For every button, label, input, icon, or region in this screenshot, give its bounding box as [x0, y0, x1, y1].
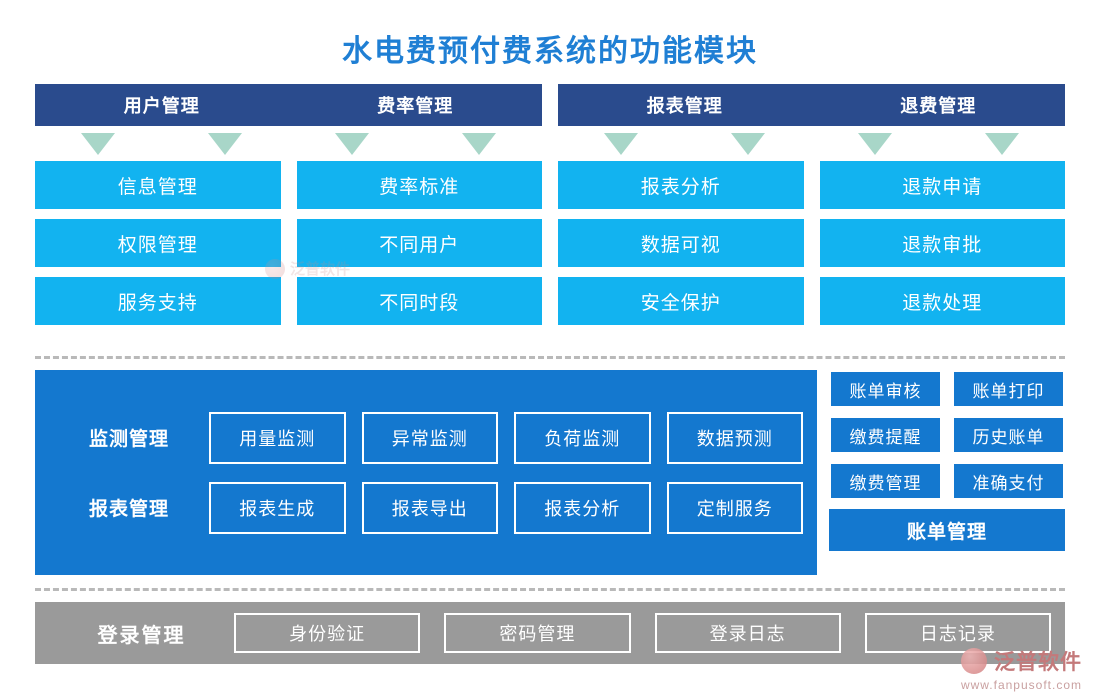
- group-report-refund: 报表管理 退费管理 报表分析 退款申请 数据可视 退款审批 安全保护 退款处理: [558, 84, 1065, 335]
- arrow-cell: [289, 133, 416, 155]
- row-1: 信息管理 费率标准: [35, 161, 542, 209]
- login-box-record[interactable]: 日志记录: [864, 613, 1051, 653]
- cell-user-1[interactable]: 信息管理: [35, 161, 281, 209]
- bill-box-payment-mgmt[interactable]: 缴费管理: [829, 462, 942, 500]
- arrow-down-icon: [731, 133, 766, 155]
- arrow-down-icon: [81, 133, 116, 155]
- bill-panel: 账单审核 账单打印 缴费提醒 历史账单 缴费管理 准确支付 账单管理: [829, 370, 1065, 575]
- cell-user-3[interactable]: 服务支持: [35, 277, 281, 325]
- cell-rate-2[interactable]: 不同用户: [296, 219, 542, 267]
- group-user-rate: 用户管理 费率管理 信息管理 费率标准 权限管理 不同用户 服务支持 不同时段: [35, 84, 542, 335]
- monitor-row: 监测管理 用量监测 异常监测 负荷监测 数据预测: [49, 411, 803, 464]
- arrow-cell: [162, 133, 289, 155]
- monitor-box-1[interactable]: 用量监测: [209, 411, 346, 464]
- arrow-cell: [35, 133, 162, 155]
- bill-box-history[interactable]: 历史账单: [952, 416, 1065, 454]
- arrow-row-1: [35, 126, 542, 161]
- report-row: 报表管理 报表生成 报表导出 报表分析 定制服务: [49, 481, 803, 534]
- arrow-cell: [558, 133, 685, 155]
- divider-top: [35, 356, 1065, 359]
- login-box-auth[interactable]: 身份验证: [234, 613, 421, 653]
- bill-box-audit[interactable]: 账单审核: [829, 370, 942, 408]
- monitor-report-panel: 监测管理 用量监测 异常监测 负荷监测 数据预测 报表管理 报表生成 报表导出 …: [35, 370, 817, 575]
- cell-report-3[interactable]: 安全保护: [558, 277, 804, 325]
- bill-panel-footer: 账单管理: [829, 509, 1065, 551]
- bill-row-2: 缴费提醒 历史账单: [829, 416, 1065, 454]
- report-box-4[interactable]: 定制服务: [666, 481, 803, 534]
- brand-url: www.fanpusoft.com: [960, 678, 1082, 692]
- group-header-label-report: 报表管理: [646, 96, 723, 116]
- group-header-label-refund: 退费管理: [900, 96, 977, 116]
- login-label: 登录管理: [97, 624, 186, 647]
- arrow-cell: [685, 133, 812, 155]
- row-2: 权限管理 不同用户: [35, 219, 542, 267]
- arrow-down-icon: [334, 133, 369, 155]
- cell-rate-3[interactable]: 不同时段: [296, 277, 542, 325]
- group-header-2: 报表管理 退费管理: [558, 84, 1065, 126]
- report-boxes: 报表生成 报表导出 报表分析 定制服务: [209, 481, 803, 534]
- row-1: 报表分析 退款申请: [558, 161, 1065, 209]
- login-box-password[interactable]: 密码管理: [444, 613, 631, 653]
- cell-refund-2[interactable]: 退款审批: [819, 219, 1065, 267]
- bill-row-3: 缴费管理 准确支付: [829, 462, 1065, 500]
- cell-refund-3[interactable]: 退款处理: [819, 277, 1065, 325]
- bill-box-accurate-pay[interactable]: 准确支付: [952, 462, 1065, 500]
- monitor-box-4[interactable]: 数据预测: [666, 411, 803, 464]
- top-section: 用户管理 费率管理 信息管理 费率标准 权限管理 不同用户 服务支持 不同时段: [35, 84, 1065, 335]
- bill-box-reminder[interactable]: 缴费提醒: [829, 416, 942, 454]
- bill-row-1: 账单审核 账单打印: [829, 370, 1065, 408]
- login-box-log[interactable]: 登录日志: [654, 613, 841, 653]
- arrow-down-icon: [208, 133, 243, 155]
- arrow-down-icon: [984, 133, 1019, 155]
- bill-box-print[interactable]: 账单打印: [952, 370, 1065, 408]
- report-box-2[interactable]: 报表导出: [361, 481, 498, 534]
- login-boxes: 身份验证 密码管理 登录日志 日志记录: [234, 613, 1051, 653]
- row-3: 服务支持 不同时段: [35, 277, 542, 325]
- cell-report-1[interactable]: 报表分析: [558, 161, 804, 209]
- arrow-down-icon: [857, 133, 892, 155]
- cell-report-2[interactable]: 数据可视: [558, 219, 804, 267]
- arrow-down-icon: [604, 133, 639, 155]
- monitor-box-3[interactable]: 负荷监测: [514, 411, 651, 464]
- row-2: 数据可视 退款审批: [558, 219, 1065, 267]
- arrow-cell: [938, 133, 1065, 155]
- divider-bottom: [35, 588, 1065, 591]
- report-box-3[interactable]: 报表分析: [514, 481, 651, 534]
- login-section: 登录管理 身份验证 密码管理 登录日志 日志记录: [35, 602, 1065, 664]
- group-header-label-user: 用户管理: [123, 96, 200, 116]
- bill-grid: 账单审核 账单打印 缴费提醒 历史账单 缴费管理 准确支付: [829, 370, 1065, 500]
- monitor-boxes: 用量监测 异常监测 负荷监测 数据预测: [209, 411, 803, 464]
- group-header-1: 用户管理 费率管理: [35, 84, 542, 126]
- arrow-cell: [415, 133, 542, 155]
- monitor-label: 监测管理: [88, 429, 169, 450]
- cell-rate-1[interactable]: 费率标准: [296, 161, 542, 209]
- report-box-1[interactable]: 报表生成: [209, 481, 346, 534]
- cell-refund-1[interactable]: 退款申请: [819, 161, 1065, 209]
- cell-user-2[interactable]: 权限管理: [35, 219, 281, 267]
- arrow-down-icon: [461, 133, 496, 155]
- row-3: 安全保护 退款处理: [558, 277, 1065, 325]
- page-title: 水电费预付费系统的功能模块: [342, 35, 758, 68]
- arrow-row-2: [558, 126, 1065, 161]
- report-label: 报表管理: [88, 499, 169, 520]
- monitor-box-2[interactable]: 异常监测: [361, 411, 498, 464]
- arrow-cell: [812, 133, 939, 155]
- middle-section: 监测管理 用量监测 异常监测 负荷监测 数据预测 报表管理 报表生成 报表导出 …: [35, 370, 1065, 575]
- group-header-label-rate: 费率管理: [377, 96, 454, 116]
